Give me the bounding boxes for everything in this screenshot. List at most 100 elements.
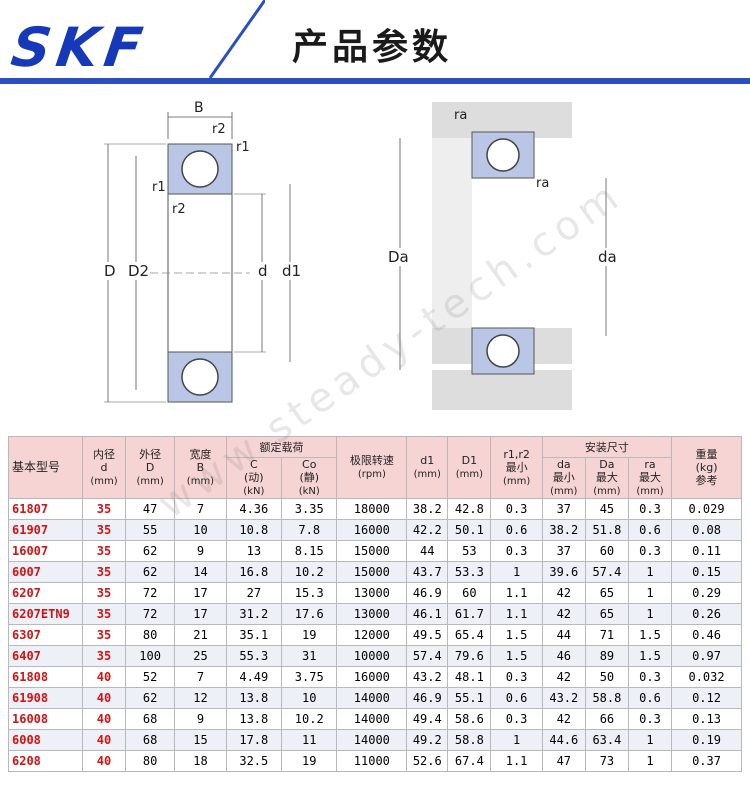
table-cell: 1: [490, 561, 543, 583]
table-cell: 52.6: [406, 750, 449, 772]
label-ra-top: ra: [454, 108, 468, 123]
table-cell: 71: [584, 624, 629, 646]
table-cell: 63.4: [584, 729, 629, 751]
table-cell: 51.8: [584, 519, 629, 541]
table-cell: 50.1: [447, 519, 492, 541]
table-cell: 35: [81, 519, 127, 541]
label-r1-top: r1: [236, 140, 250, 155]
table-cell: 46.1: [406, 603, 449, 625]
table-cell: 0.3: [627, 666, 673, 688]
table-cell: 0.13: [671, 708, 742, 730]
table-cell: 61.7: [447, 603, 492, 625]
table-cell: 62: [125, 687, 176, 709]
table-cell: 1: [627, 603, 673, 625]
table-cell: 68: [125, 708, 176, 730]
table-cell: 100: [125, 645, 176, 667]
logo-background: [0, 0, 267, 79]
table-cell: 16000: [336, 519, 408, 541]
table-cell: 1.1: [490, 750, 543, 772]
table-cell: 65.4: [447, 624, 492, 646]
table-cell: 13: [225, 540, 283, 562]
table-cell: 53: [447, 540, 492, 562]
table-cell: 1.1: [490, 603, 543, 625]
table-cell: 14000: [336, 708, 408, 730]
table-cell: 42: [541, 708, 586, 730]
table-cell: 11000: [336, 750, 408, 772]
table-cell: 17: [174, 582, 227, 604]
label-ra-mid: ra: [536, 176, 550, 191]
table-cell: 15: [174, 729, 227, 751]
label-r2-left: r2: [172, 202, 186, 217]
table-cell: 47: [541, 750, 586, 772]
table-cell: 72: [125, 582, 176, 604]
table-cell: 14000: [336, 729, 408, 751]
table-cell: 40: [81, 708, 127, 730]
cell-model: 6207: [8, 582, 83, 604]
table-cell: 17.6: [281, 603, 338, 625]
logo-area: SKF: [0, 0, 267, 84]
table-cell: 48.1: [447, 666, 492, 688]
table-cell: 42: [541, 603, 586, 625]
table-cell: 35: [81, 498, 127, 520]
label-D2: D2: [128, 262, 150, 280]
table-cell: 25: [174, 645, 227, 667]
header-rated-load: 额定载荷: [225, 436, 338, 458]
table-cell: 3.75: [281, 666, 338, 688]
table-cell: 58.6: [447, 708, 492, 730]
table-cell: 32.5: [225, 750, 283, 772]
table-cell: 1: [627, 561, 673, 583]
table-cell: 47: [125, 498, 176, 520]
table-cell: 0.3: [490, 540, 543, 562]
table-cell: 1: [490, 729, 543, 751]
table-cell: 79.6: [447, 645, 492, 667]
table-cell: 55: [125, 519, 176, 541]
table-cell: 1.5: [627, 624, 673, 646]
table-cell: 58.8: [584, 687, 629, 709]
table-cell: 14: [174, 561, 227, 583]
table-cell: 42.2: [406, 519, 449, 541]
table-cell: 49.2: [406, 729, 449, 751]
table-cell: 60: [584, 540, 629, 562]
table-cell: 0.6: [490, 687, 543, 709]
table-cell: 7: [174, 498, 227, 520]
table-cell: 43.2: [406, 666, 449, 688]
table-cell: 8.15: [281, 540, 338, 562]
table-cell: 37: [541, 498, 586, 520]
header-weight: 重量(kg)参考: [671, 436, 742, 499]
label-d1: d1: [282, 262, 302, 280]
table-cell: 18: [174, 750, 227, 772]
table-cell: 0.97: [671, 645, 742, 667]
table-cell: 9: [174, 540, 227, 562]
table-cell: 35.1: [225, 624, 283, 646]
table-cell: 18000: [336, 498, 408, 520]
table-cell: 40: [81, 666, 127, 688]
table-cell: 1: [627, 750, 673, 772]
table-cell: 60: [447, 582, 492, 604]
table-cell: 0.6: [627, 687, 673, 709]
table-cell: 43.7: [406, 561, 449, 583]
table-cell: 57.4: [584, 561, 629, 583]
table-cell: 16000: [336, 666, 408, 688]
table-cell: 0.6: [627, 519, 673, 541]
header-c-stat: Co(静)(kN): [281, 457, 338, 499]
table-cell: 31.2: [225, 603, 283, 625]
table-cell: 0.3: [627, 498, 673, 520]
table-cell: 10: [281, 687, 338, 709]
table-cell: 31: [281, 645, 338, 667]
table-cell: 58.8: [447, 729, 492, 751]
table-cell: 38.2: [406, 498, 449, 520]
table-cell: 0.26: [671, 603, 742, 625]
table-cell: 0.11: [671, 540, 742, 562]
table-cell: 21: [174, 624, 227, 646]
table-cell: 35: [81, 582, 127, 604]
table-cell: 0.37: [671, 750, 742, 772]
table-cell: 65: [584, 603, 629, 625]
table-cell: 40: [81, 750, 127, 772]
cell-model: 6307: [8, 624, 83, 646]
